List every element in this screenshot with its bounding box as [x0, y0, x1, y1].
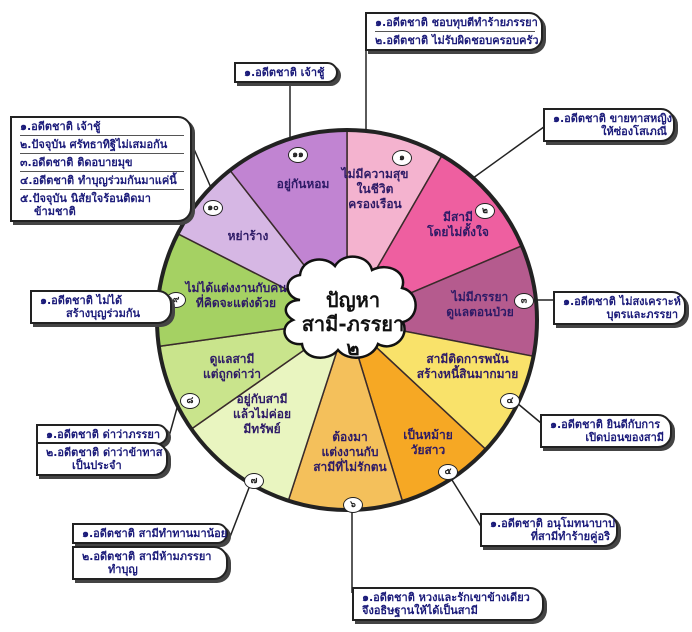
segment-8-text: ดูแลสามีแต่ถูกด่าว่า	[202, 352, 262, 381]
callout-segment-4: ๑.อดีตชาติ ยินดีกับการเปิดบ่อนของสามี	[540, 414, 672, 448]
callout-segment-11: ๑.อดีตชาติ เจ้าชู้	[234, 62, 338, 83]
callout-segment-2: ๑.อดีตชาติ ขายทาสหญิงให้ซ่องโสเภณี	[543, 108, 675, 142]
center-cloud	[283, 255, 417, 359]
connector-line-7	[229, 479, 253, 538]
segment-6-text: ต้องมาแต่งงานกับสามีที่ไม่รักตน	[313, 430, 387, 474]
segment-10-text: หย่าร้าง	[227, 229, 269, 243]
callout-segment-7b: ๒.อดีตชาติ สามีห้ามภรรยาทำบุญ	[72, 546, 228, 580]
callout-segment-3: ๑.อดีตชาติ ไม่สงเคราะห์บุตรและภรรยา	[553, 291, 686, 325]
connector-line-5	[446, 471, 483, 529]
segment-11-text: อยู่กันหอม	[276, 177, 330, 191]
connector-line-10	[189, 139, 213, 191]
segment-11-number: ๑๑	[288, 147, 308, 163]
segment-2-text: มีสามีโดยไม่ตั้งใจ	[427, 210, 489, 239]
segment-7-text: อยู่กับสามีแล้วไม่ค่อยมีทรัพย์	[232, 392, 292, 436]
segment-10-number: ๑๐	[203, 200, 223, 216]
segment-5-number: ๕	[438, 464, 458, 480]
segment-1-number: ๑	[392, 150, 412, 166]
segment-4-text: สามีติดการพนันสร้างหนี้สินมากมาย	[416, 352, 519, 381]
segment-3-text: ไม่มีภรรยาดูแลตอนป่วย	[446, 290, 514, 319]
callout-segment-6: ๑.อดีตชาติ หวงและรักเขาข้างเดียวจึงอธิษฐ…	[352, 587, 544, 621]
segment-6-number: ๖	[343, 497, 363, 513]
callout-segment-7a: ๑.อดีตชาติ สามีทำทานมาน้อย	[72, 523, 228, 544]
connector-line-8	[167, 407, 178, 441]
segment-1-text: ไม่มีความสุขในชีวิตครองเรือน	[341, 167, 409, 211]
segment-9-text: ไม่ได้แต่งงานกับคนที่คิดจะแต่งด้วย	[185, 281, 287, 310]
callout-segment-1: ๑.อดีตชาติ ชอบทุบตีทำร้ายภรรยา ๒.อดีตชาต…	[365, 12, 543, 51]
segment-4-number: ๔	[500, 393, 520, 409]
connector-line-2	[461, 123, 549, 187]
center-title-line2: สามี-ภรรยา ๒	[301, 312, 405, 360]
center-title: ปัญหา สามี-ภรรยา ๒	[295, 288, 411, 360]
callout-segment-8b: ๒.อดีตชาติ ด่าว่าข้าทาสเป็นประจำ	[36, 442, 168, 476]
segment-8-number: ๘	[180, 393, 200, 409]
segment-5-text: เป็นหม้ายวัยสาว	[403, 428, 453, 457]
callout-segment-9: ๑.อดีตชาติ ไม่ได้สร้างบุญร่วมกัน	[30, 290, 172, 324]
segment-2-number: ๒	[475, 203, 495, 219]
callout-segment-10: ๑.อดีตชาติ เจ้าชู้ ๒.ปัจจุบัน ศรัทธาทิฐิ…	[10, 116, 192, 222]
segment-7-number: ๗	[244, 473, 264, 489]
segment-3-number: ๓	[514, 293, 534, 309]
callout-segment-5: ๑.อดีตชาติ อนุโมทนาบาปที่สามีทำร้ายคู่อร…	[480, 513, 618, 547]
center-title-line1: ปัญหา	[325, 288, 381, 312]
